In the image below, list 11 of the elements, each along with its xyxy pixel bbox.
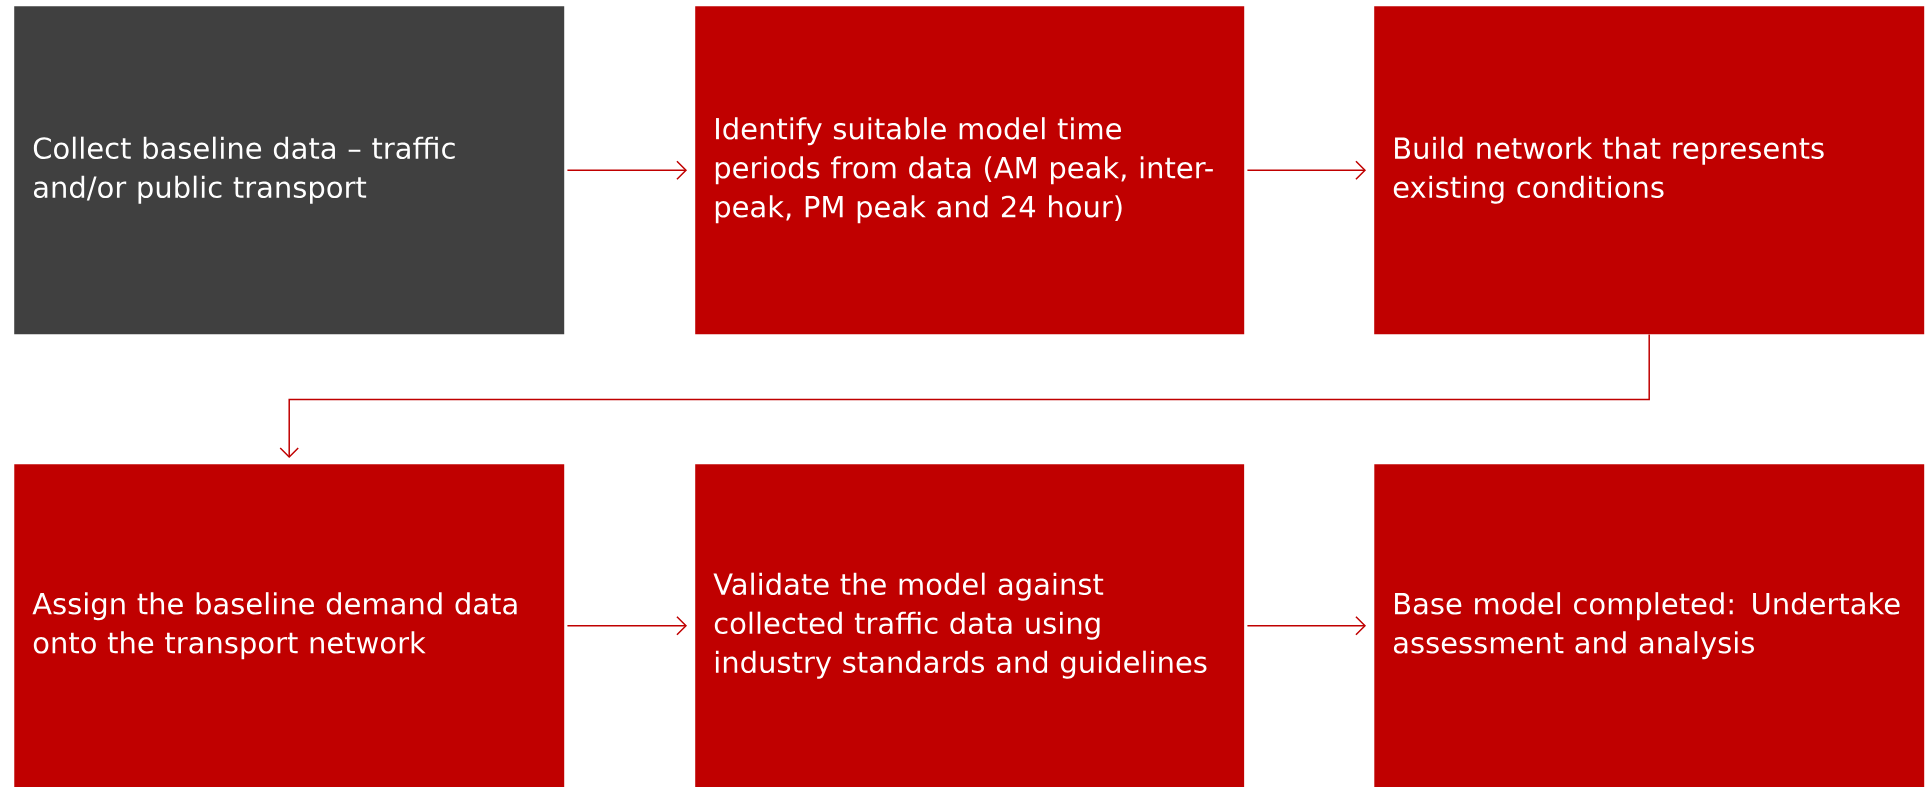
process-box: Validate the model against collected traffic data using industry standards and guidelines <box>695 464 1245 787</box>
process-box: Assign the baseline demand data onto the transport network <box>14 464 565 787</box>
process-box: Collect baseline data – traffic and/or public transport <box>14 6 565 335</box>
arrow <box>566 160 687 180</box>
process-box: Base model completed: Undertake assessment and analysis <box>1374 464 1925 787</box>
arrow <box>279 333 1650 458</box>
arrow <box>1246 160 1366 180</box>
process-box: Identify suitable model time periods from data (AM peak, inter-peak, PM peak and 24 hour) <box>695 6 1245 335</box>
arrow <box>566 615 687 636</box>
arrow <box>1246 615 1366 636</box>
process-box: Build network that represents existing conditions <box>1374 6 1925 335</box>
